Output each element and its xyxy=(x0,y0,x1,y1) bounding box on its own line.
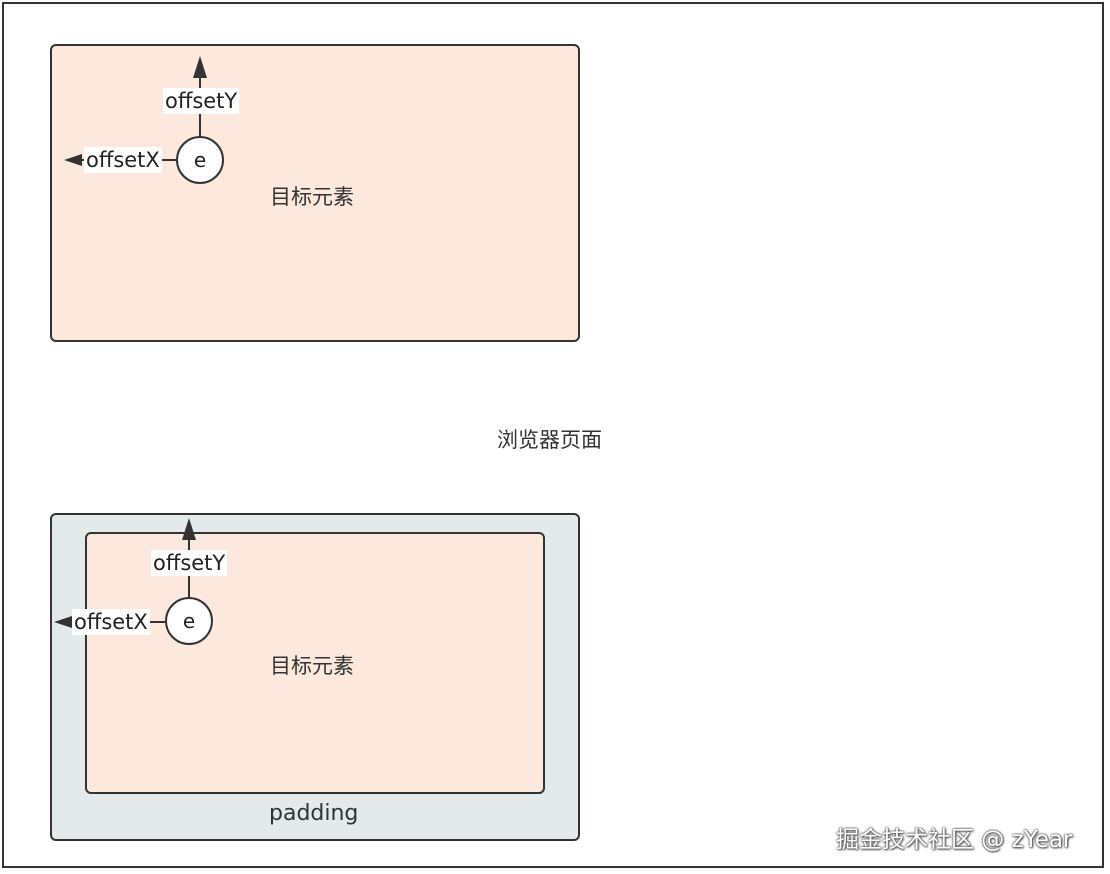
target-element-label-top: 目标元素 xyxy=(270,185,354,209)
watermark: 掘金技术社区 @ zYear xyxy=(836,827,1073,853)
padding-label: padding xyxy=(269,801,359,826)
target-element-box-top xyxy=(50,44,580,342)
event-point-bottom: e xyxy=(165,597,213,645)
browser-page-label: 浏览器页面 xyxy=(497,428,602,452)
offset-x-label-top: offsetX xyxy=(84,147,162,173)
event-point-top: e xyxy=(176,136,224,184)
event-point-label-bottom: e xyxy=(182,609,196,633)
offset-y-label-top: offsetY xyxy=(163,88,240,114)
offset-x-label-bottom: offsetX xyxy=(72,609,150,635)
event-point-label-top: e xyxy=(193,148,207,172)
target-element-label-bottom: 目标元素 xyxy=(270,654,354,678)
offset-y-label-bottom: offsetY xyxy=(151,550,228,576)
